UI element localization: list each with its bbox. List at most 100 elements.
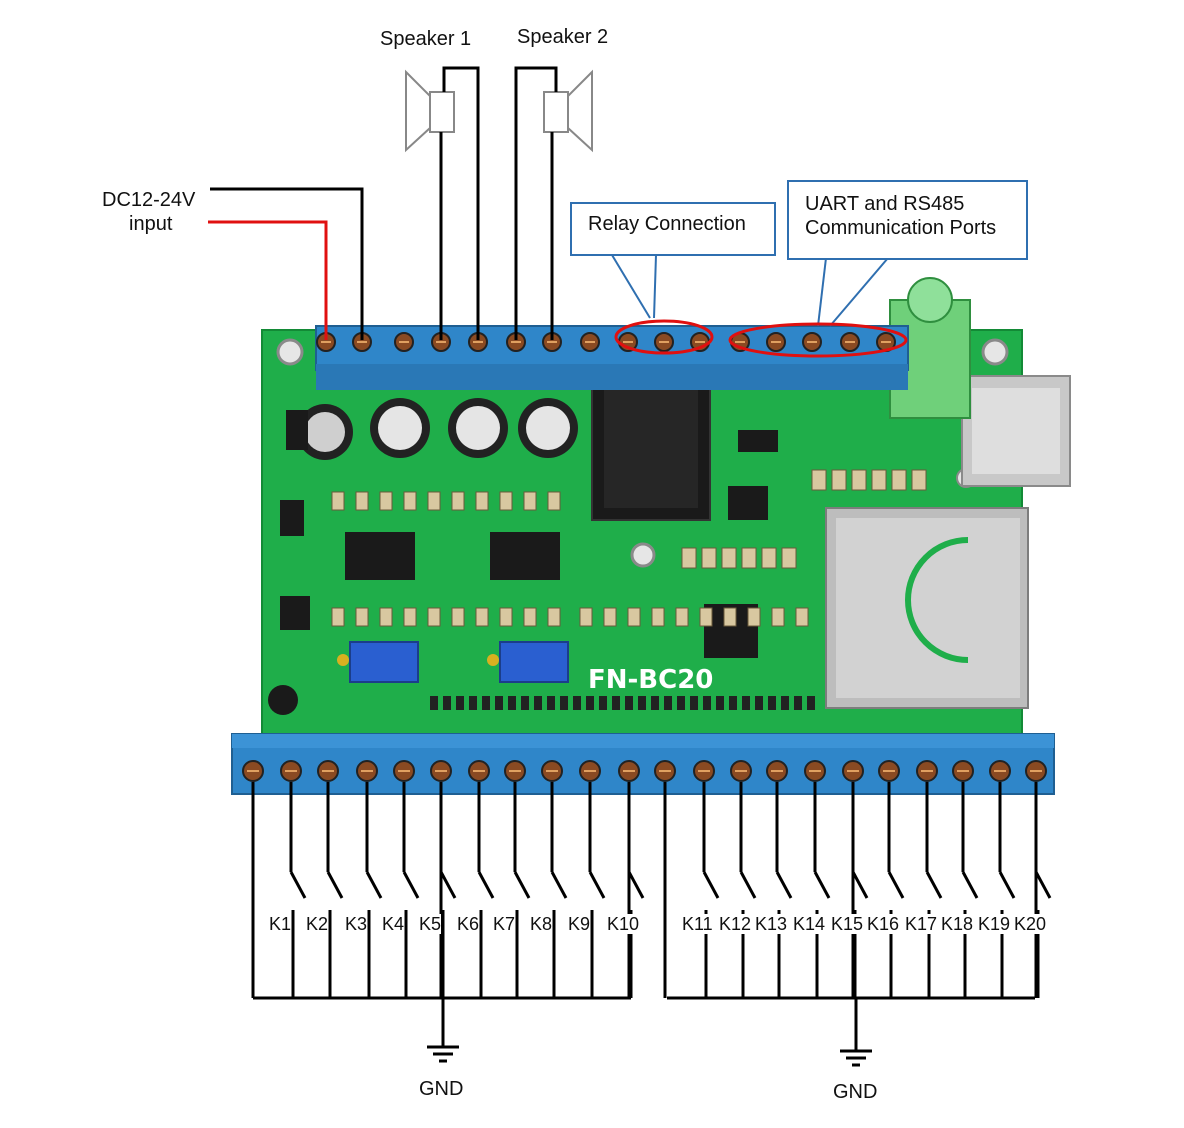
mounting-hole-icon [276,338,304,366]
switch-label: K14 [793,914,826,934]
amplifier-chip-icon [345,532,415,580]
uart-callout: UART and RS485 Communication Ports [787,180,1028,260]
speaker-wires [439,66,558,340]
callout-pointers [611,254,889,327]
switch-icon [402,782,420,998]
switch-icon [477,782,495,998]
relay-callout: Relay Connection [570,202,776,256]
capacitor-icon [518,398,578,458]
switch-label: K20 [1014,914,1047,934]
switch-label: K9 [568,914,591,934]
terminal-screw-icon [1025,760,1047,782]
chip-icon [738,430,778,452]
terminal-screw-icon [618,760,640,782]
terminal-screw-icon [579,760,601,782]
ground-symbol-icon [840,1049,872,1067]
smd-components [331,469,927,710]
terminal-screw-icon [468,760,490,782]
chip-icon [280,500,304,536]
switch-icon [887,782,905,998]
switch-icon [627,782,645,998]
board-model-label: FN-BC20 [588,665,713,695]
terminal-screw-icon [766,760,788,782]
switch-label: K17 [905,914,938,934]
terminal-screw-icon [693,760,715,782]
speaker-1-label: Speaker 1 [380,28,472,50]
switch-label: K2 [306,914,329,934]
switch-icon [439,782,457,998]
switch-icon [513,782,531,998]
bottom-terminal-screws [242,760,1047,782]
terminal-screw-icon [730,760,752,782]
switch-label: K16 [867,914,900,934]
terminal-screw-icon [394,332,414,352]
switch-label: K1 [269,914,292,934]
switch-icon [998,782,1016,998]
switch-icon [550,782,568,998]
terminal-screw-icon [802,332,822,352]
terminal-screw-icon [504,760,526,782]
switch-icon [365,782,383,998]
terminal-screw-icon [878,760,900,782]
terminal-screw-icon [804,760,826,782]
power-label-line1: DC12-24V [102,189,196,211]
chip-icon [286,410,308,450]
ground-symbol-icon [427,1045,459,1063]
switch-label: K7 [493,914,516,934]
switch-label: K11 [682,914,713,934]
terminal-screw-icon [430,760,452,782]
switch-label: K4 [382,914,405,934]
pcb-board: FN-BC20 [261,277,1071,751]
switch-label: K3 [345,914,368,934]
switch-label: K13 [755,914,788,934]
switch-icon [925,782,943,998]
switch-icon [851,782,869,998]
terminal-screw-icon [356,760,378,782]
uart-callout-line2: Communication Ports [805,217,997,239]
terminal-screw-icon [242,760,264,782]
bottom-terminal-block [231,733,1055,795]
switch-icon [1034,782,1052,998]
speaker-1-icon [405,69,455,153]
terminal-screw-icon [840,332,860,352]
terminal-screw-icon [317,760,339,782]
switch-label: K5 [419,914,442,934]
potentiometer-icon [349,641,419,683]
switch-icon [961,782,979,998]
amplifier-chip-icon [490,532,560,580]
switch-icon [289,782,307,998]
switch-wiring [251,782,1052,998]
power-label-line2: input [129,213,173,235]
terminal-screw-icon [842,760,864,782]
terminal-screw-icon [916,760,938,782]
speaker-2-icon [543,69,593,153]
terminal-screw-icon [580,332,600,352]
capacitor-icon [370,398,430,458]
terminal-screw-icon [766,332,786,352]
relay-callout-label: Relay Connection [588,213,746,235]
switch-icon [588,782,606,998]
gnd-right-label: GND [833,1081,878,1103]
switch-icon [813,782,831,998]
gnd-bus [253,996,1035,1050]
terminal-screw-icon [541,760,563,782]
switch-label: K15 [831,914,864,934]
switch-label: K8 [530,914,553,934]
power-wires [208,187,364,340]
switch-icon [326,782,344,998]
switch-label: K10 [607,914,640,934]
gnd-left-label: GND [419,1078,464,1100]
chip-icon [280,596,310,630]
terminal-screw-icon [654,332,674,352]
capacitor-icon [297,404,353,460]
switch-icon [702,782,720,998]
buzzer-icon [268,685,298,715]
relay-terminals-highlight [614,319,714,355]
switch-label: K6 [457,914,480,934]
potentiometer-icon [499,641,569,683]
uart-terminals-highlight [728,322,908,358]
switch-label: K19 [978,914,1011,934]
chip-icon [728,486,768,520]
capacitor-icon [448,398,508,458]
terminal-screw-icon [654,760,676,782]
